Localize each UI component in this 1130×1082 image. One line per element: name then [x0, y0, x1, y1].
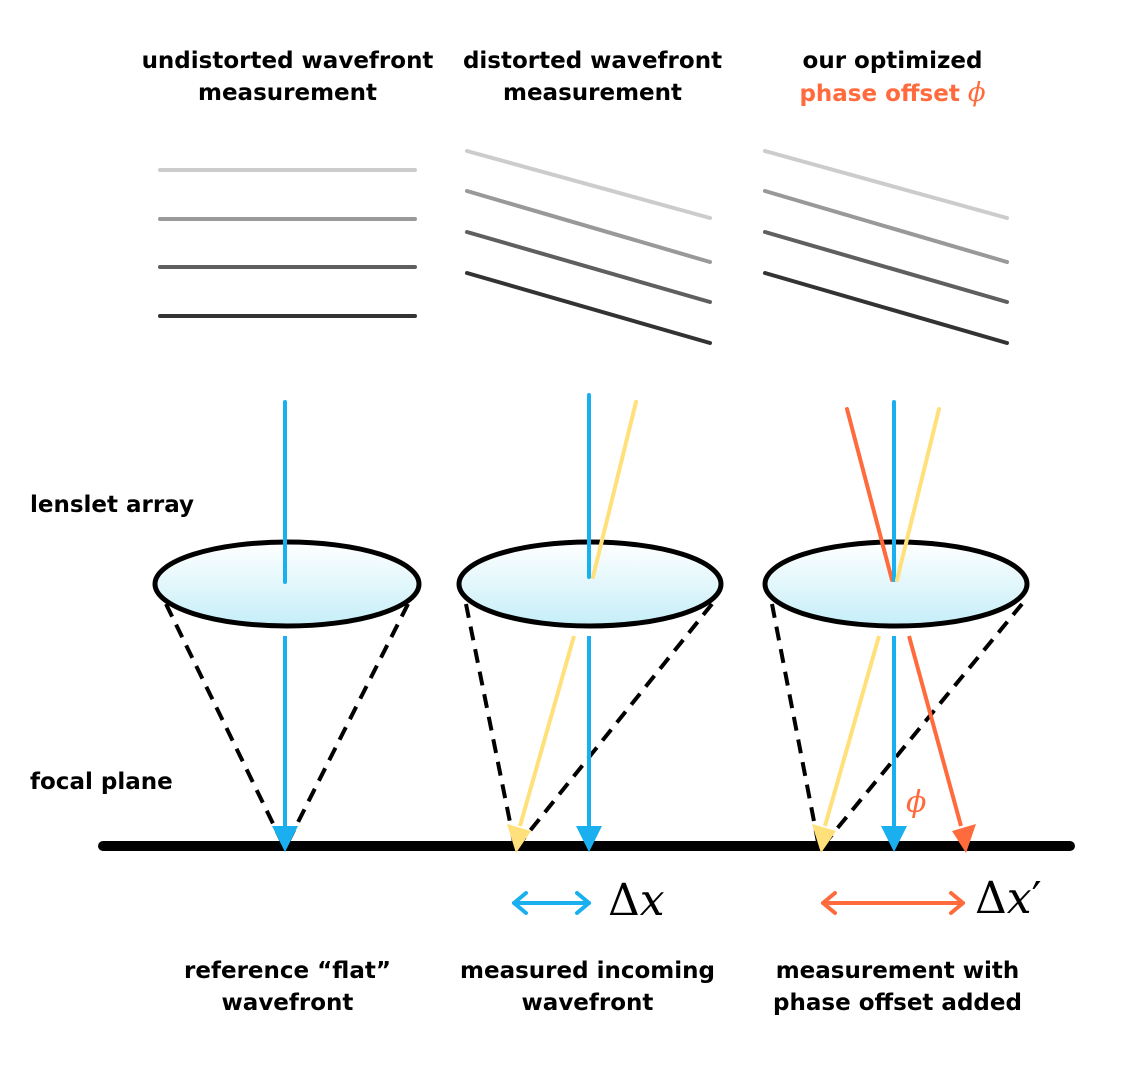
lenslet-array	[152, 539, 1030, 629]
lens-focus-cones	[164, 602, 1024, 844]
delta-x-label: Δx	[608, 876, 665, 926]
undistorted-wavefront-lines	[158, 168, 417, 318]
header-phase-offset-text: phase offset	[799, 81, 960, 107]
arrowhead-blue-3	[881, 826, 907, 852]
header-phi-symbol: ϕ	[967, 78, 986, 108]
caption-phase-offset: measurement with phase offset added	[740, 955, 1055, 1019]
header-optimized: our optimized phase offset ϕ	[735, 45, 1050, 110]
arrowhead-blue-1	[272, 826, 298, 852]
caption-phase-offset-line2: phase offset added	[773, 990, 1022, 1016]
delta-symbol: Δ	[608, 875, 640, 926]
header-distorted-line2: measurement	[502, 80, 683, 106]
header-optimized-line2: phase offset ϕ	[735, 77, 1050, 110]
caption-reference-line1: reference “flat”	[184, 958, 391, 984]
ray-yellow-3-out	[823, 635, 881, 827]
header-optimized-line1: our optimized	[802, 48, 983, 74]
incoming-rays	[283, 393, 941, 584]
header-undistorted: undistorted wavefront measurement	[130, 45, 445, 109]
delta-x-prime-label: Δx′	[975, 874, 1042, 924]
ray-yellow-3-in	[895, 407, 941, 582]
focal-plane-label: focal plane	[30, 769, 173, 795]
caption-measured-line1: measured incoming	[460, 958, 715, 984]
distorted-wavefront-lines	[465, 149, 712, 345]
caption-reference: reference “flat” wavefront	[130, 955, 445, 1019]
phi-annotation: ϕ	[906, 785, 927, 820]
ray-orange-3-in	[845, 407, 894, 582]
header-distorted-line1: distorted wavefront	[462, 48, 723, 74]
arrowhead-blue-2	[576, 826, 602, 852]
ray-yellow-2-out	[518, 635, 576, 827]
caption-measured-line2: wavefront	[521, 990, 654, 1016]
optimized-wavefront-lines	[763, 149, 1009, 345]
displacement-arrow-orange	[821, 891, 965, 915]
arrowhead-orange-3	[952, 824, 976, 853]
displacement-arrow-blue	[512, 891, 591, 915]
header-undistorted-line1: undistorted wavefront	[141, 48, 434, 74]
caption-reference-line2: wavefront	[221, 990, 354, 1016]
header-undistorted-line2: measurement	[197, 80, 378, 106]
arrowhead-yellow-3	[812, 824, 836, 853]
x-prime-variable: x	[1006, 873, 1032, 924]
x-variable: x	[639, 875, 665, 926]
header-distorted: distorted wavefront measurement	[435, 45, 750, 109]
outgoing-rays	[272, 635, 976, 853]
caption-phase-offset-line1: measurement with	[775, 958, 1020, 984]
ray-yellow-2-in	[591, 400, 638, 579]
arrowhead-yellow-2	[507, 824, 531, 853]
lenslet-array-label: lenslet array	[30, 492, 195, 518]
caption-measured: measured incoming wavefront	[430, 955, 745, 1019]
ray-orange-3-out	[907, 635, 963, 827]
delta-symbol-prime: Δ	[975, 873, 1007, 924]
prime-mark: ′	[1031, 873, 1042, 924]
